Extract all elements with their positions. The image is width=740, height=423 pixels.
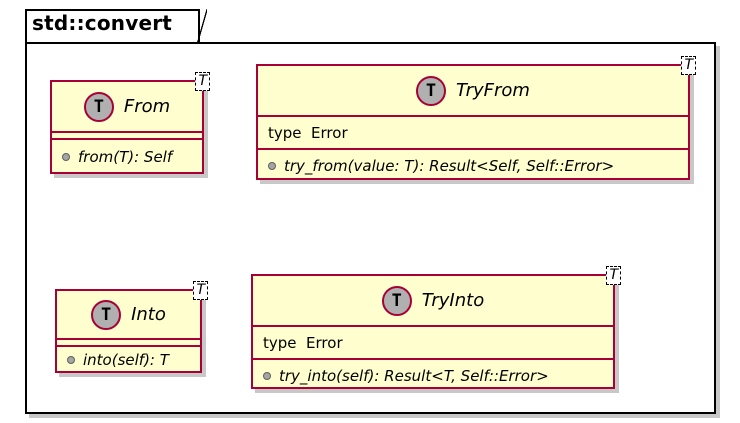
method-signature: try_from(value: T): Result<Self, Self::E… (284, 157, 615, 175)
class-tryinto-fields: type Error (253, 327, 613, 360)
method-signature: try_into(self): Result<T, Self::Error> (279, 366, 549, 385)
class-tryinto[interactable]: T TryInto T type Error try_into(self): R… (251, 266, 621, 391)
package-title: std::convert (32, 11, 173, 35)
class-from-fields (52, 133, 202, 140)
method-signature: into(self): T (83, 351, 169, 369)
class-tryinto-methods: try_into(self): Result<T, Self::Error> (253, 360, 613, 391)
package-shadow-bottom (29, 414, 720, 418)
field-item: type Error (268, 123, 348, 142)
class-from-name: From (123, 96, 171, 117)
package-shadow-right (716, 46, 720, 418)
package-tab (25, 9, 207, 44)
class-from-header: T From T (52, 72, 210, 133)
class-into-methods: into(self): T (57, 347, 200, 373)
class-tryfrom-name: TryFrom (456, 80, 530, 101)
class-tryfrom-fields: type Error (258, 117, 688, 150)
public-method-icon (263, 371, 271, 380)
class-from[interactable]: T From T from(T): Self (50, 72, 210, 174)
class-tryfrom-methods: try_from(value: T): Result<Self, Self::E… (258, 150, 688, 182)
class-into-type-param: T (193, 281, 208, 300)
public-method-icon (268, 162, 276, 170)
class-tryfrom[interactable]: T TryFrom T type Error try_from(value: T… (256, 56, 696, 182)
class-tryfrom-header: T TryFrom T (258, 56, 696, 117)
trait-badge-icon: T (381, 285, 412, 316)
field-item: type Error (263, 333, 343, 352)
class-tryinto-type-param: T (606, 266, 621, 285)
method-item: try_from(value: T): Result<Self, Self::E… (268, 157, 614, 175)
method-item: try_into(self): Result<T, Self::Error> (263, 367, 549, 385)
method-item: into(self): T (67, 351, 169, 369)
class-tryfrom-type-param: T (681, 56, 696, 75)
method-item: from(T): Self (62, 148, 172, 166)
class-into[interactable]: T Into T into(self): T (55, 281, 208, 373)
public-method-icon (62, 153, 70, 161)
class-from-type-param: T (195, 72, 210, 91)
method-signature: from(T): Self (78, 148, 173, 166)
trait-badge-icon: T (91, 299, 122, 330)
class-tryinto-header: T TryInto T (253, 266, 621, 327)
class-into-name: Into (131, 304, 166, 325)
class-tryinto-name: TryInto (421, 290, 485, 311)
trait-badge-icon: T (83, 91, 114, 122)
public-method-icon (67, 356, 75, 364)
trait-badge-icon: T (416, 75, 447, 106)
class-from-methods: from(T): Self (52, 140, 202, 174)
class-into-header: T Into T (57, 281, 208, 340)
class-into-fields (57, 340, 200, 347)
